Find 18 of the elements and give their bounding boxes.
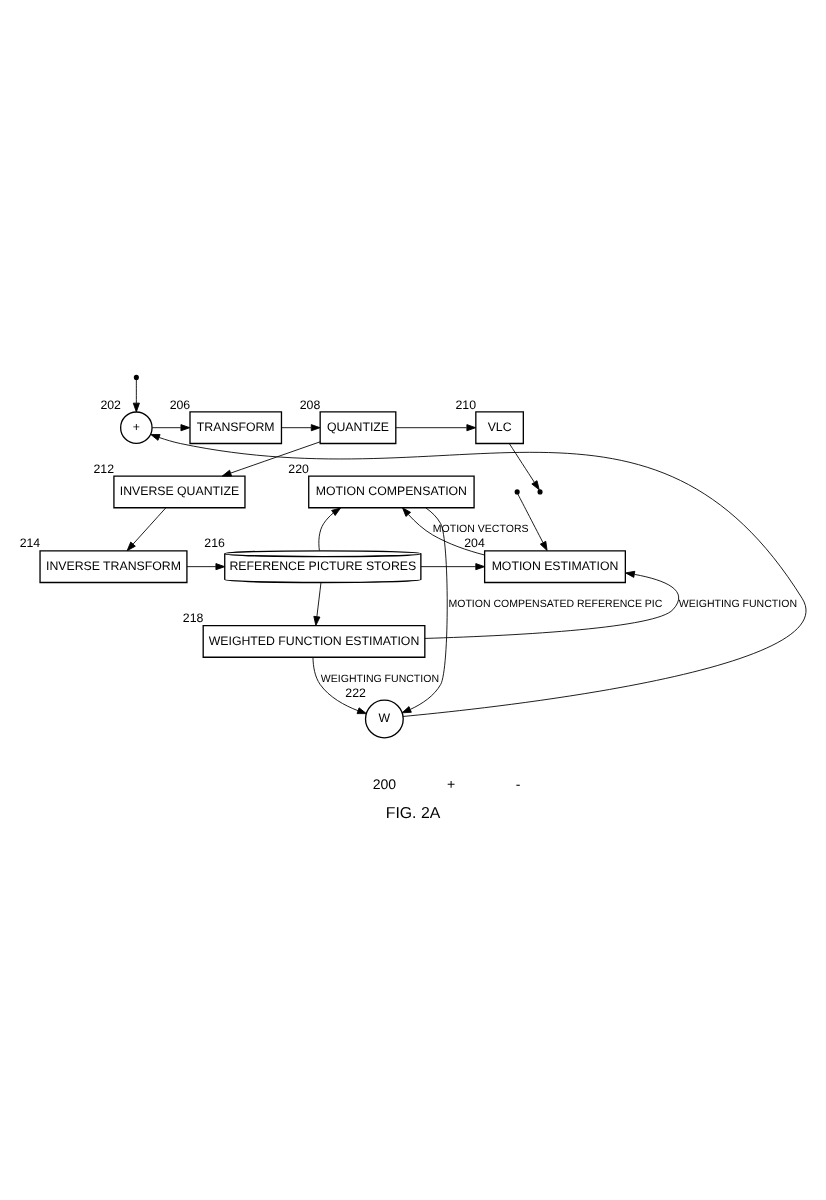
arrow — [318, 506, 342, 550]
arrow — [313, 581, 322, 625]
arrow — [221, 440, 321, 476]
arrow — [126, 506, 167, 551]
arrow — [402, 506, 485, 555]
arrow — [132, 378, 140, 412]
arrow — [508, 442, 540, 490]
arrow — [281, 423, 321, 431]
caption: FIG. 2A — [385, 803, 441, 822]
arrow — [312, 656, 367, 714]
arrow — [151, 423, 191, 431]
arrow — [150, 433, 806, 716]
arrow — [517, 492, 548, 550]
arrow — [395, 423, 477, 431]
arrow — [420, 562, 486, 570]
arrow — [186, 562, 226, 570]
arrow — [424, 569, 680, 638]
arrow — [401, 506, 448, 713]
